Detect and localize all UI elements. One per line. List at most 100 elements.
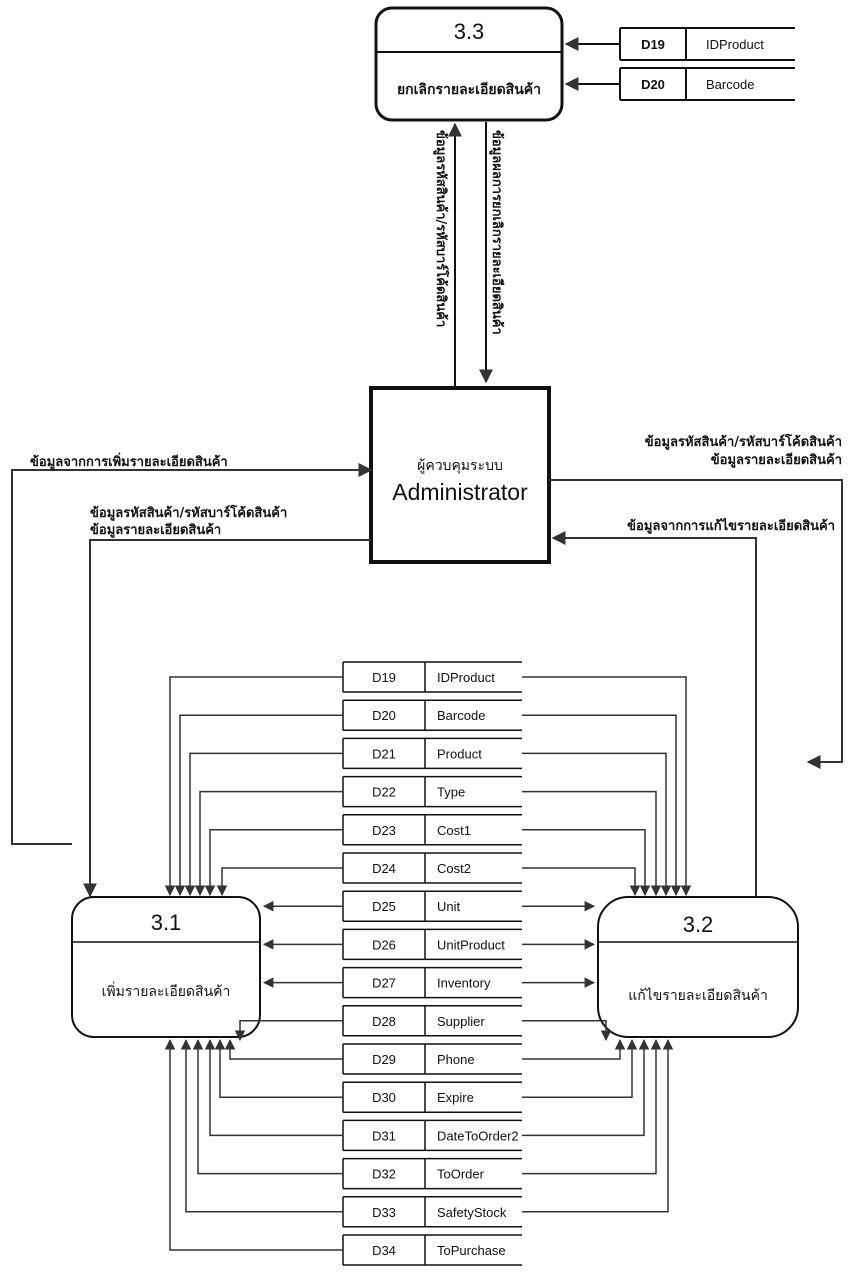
data-store-d31-name: DateToOrder2 xyxy=(437,1128,519,1143)
flow-d21-to-3-1 xyxy=(184,752,343,897)
data-store-d24-id: D24 xyxy=(372,861,396,876)
data-store-d34: D34 ToPurchase xyxy=(342,1234,522,1266)
flow-d28-to-3-1 xyxy=(234,1020,343,1042)
flow-d22-to-3-1 xyxy=(194,790,343,897)
flow-right-in-label: ข้อมูลจากการแก้ไขรายละเอียดสินค้า xyxy=(627,517,835,534)
flow-3-1-to-admin xyxy=(11,463,373,845)
flow-d28-to-3-2 xyxy=(522,1020,612,1042)
flow-d34-to-3-1 xyxy=(164,1038,343,1251)
data-store-d32-id: D32 xyxy=(372,1167,396,1182)
flow-down-label: ข้อมูลผลการยกเลิกรายละเอียดสินค้า xyxy=(489,130,505,335)
data-store-d21-id: D21 xyxy=(372,746,396,761)
flow-d21-to-3-2 xyxy=(522,752,672,897)
data-store-d23-id: D23 xyxy=(372,823,396,838)
top-store-d19-id: D19 xyxy=(641,37,665,52)
data-store-d22-name: Type xyxy=(437,785,465,800)
data-store-d30-id: D30 xyxy=(372,1090,396,1105)
data-store-d22: D22 Type xyxy=(342,775,522,808)
process-3-1: 3.1 เพิ่มรายละเอียดสินค้า xyxy=(71,896,261,1038)
data-store-d19-name: IDProduct xyxy=(437,670,495,685)
data-store-d29-id: D29 xyxy=(372,1052,396,1067)
data-store-d34-id: D34 xyxy=(372,1243,396,1258)
flow-3-2-to-admin xyxy=(551,531,757,897)
flow-d24-to-3-1 xyxy=(216,867,343,897)
data-store-d27: D27 Inventory xyxy=(342,966,522,999)
data-store-d21-name: Product xyxy=(437,746,482,761)
flow-d22-to-3-2 xyxy=(522,790,662,897)
data-store-d32-name: ToOrder xyxy=(437,1167,485,1182)
data-store-d24-name: Cost2 xyxy=(437,861,471,876)
flow-d31-to-3-1 xyxy=(204,1038,343,1137)
store-connectors xyxy=(164,676,692,1251)
flow-right-out-label-1: ข้อมูลรหัสสินค้า/รหัสบาร์โค้ดสินค้า xyxy=(645,433,842,450)
data-store-d31-id: D31 xyxy=(372,1128,396,1143)
flow-d19-to-3-2 xyxy=(522,676,692,897)
data-store-d28-id: D28 xyxy=(372,1014,396,1029)
entity-english-name: Administrator xyxy=(392,479,528,505)
top-store-d20: D20 Barcode xyxy=(619,67,795,101)
flow-d29-to-3-2 xyxy=(522,1038,626,1060)
flow-left-out-label-1: ข้อมูลรหัสสินค้า/รหัสบาร์โค้ดสินค้า xyxy=(90,504,287,521)
flow-d20-to-3-1 xyxy=(174,714,343,897)
data-store-d32: D32 ToOrder xyxy=(342,1157,522,1190)
data-store-d27-name: Inventory xyxy=(437,976,491,991)
process-3-2-name: แก้ไขรายละเอียดสินค้า xyxy=(628,987,768,1004)
process-3-1-number: 3.1 xyxy=(151,910,182,935)
flow-d31-to-3-2 xyxy=(522,1038,650,1137)
flow-left-out-label-2: ข้อมูลรายละเอียดสินค้า xyxy=(90,522,221,538)
data-store-d25-name: Unit xyxy=(437,899,461,914)
flow-admin-to-3-1 xyxy=(83,539,371,898)
data-store-d33-name: SafetyStock xyxy=(437,1205,507,1220)
data-store-d24: D24 Cost2 xyxy=(342,852,522,884)
data-store-d27-id: D27 xyxy=(372,976,396,991)
flow-left-in-label: ข้อมูลจากการเพิ่มรายละเอียดสินค้า xyxy=(30,452,228,470)
top-store-d20-name: Barcode xyxy=(706,77,754,92)
data-store-d20-name: Barcode xyxy=(437,708,485,723)
process-3-2-number: 3.2 xyxy=(683,912,714,937)
data-store-d29: D29 Phone xyxy=(342,1043,522,1075)
process-3-3-name: ยกเลิกรายละเอียดสินค้า xyxy=(397,82,541,98)
flow-d29-to-3-1 xyxy=(224,1038,343,1060)
process-3-2: 3.2 แก้ไขรายละเอียดสินค้า xyxy=(597,896,799,1038)
flow-d19-to-3-1 xyxy=(164,676,343,897)
top-store-d20-id: D20 xyxy=(641,77,665,92)
data-store-d28-name: Supplier xyxy=(437,1014,485,1029)
data-store-d29-name: Phone xyxy=(437,1052,475,1067)
flow-admin-to-3-2 xyxy=(549,479,843,769)
data-store-d30: D30 Expire xyxy=(342,1081,522,1113)
data-store-d22-id: D22 xyxy=(372,785,396,800)
process-3-3-number: 3.3 xyxy=(454,19,485,44)
data-store-d19: D19 IDProduct xyxy=(342,661,522,693)
top-store-d19-name: IDProduct xyxy=(706,37,764,52)
data-store-d26-id: D26 xyxy=(372,937,396,952)
flow-d24-to-3-2 xyxy=(522,867,641,897)
flow-d33-to-3-1 xyxy=(180,1038,343,1213)
data-store-d23: D23 Cost1 xyxy=(342,814,522,846)
flow-up-label: ข้อมูลรหัสสินค้า/รหัสบาร์โค้ดสินค้า xyxy=(433,130,450,327)
flow-d20-to-3-2 xyxy=(522,714,682,897)
data-store-d19-id: D19 xyxy=(372,670,396,685)
data-store-d31: D31 DateToOrder2 xyxy=(342,1119,522,1152)
entity-administrator: ผู้ควบคุมระบบ Administrator xyxy=(369,386,551,564)
flow-d33-to-3-2 xyxy=(522,1038,674,1213)
flow-d32-to-3-1 xyxy=(192,1038,343,1175)
flow-d30-to-3-2 xyxy=(522,1038,638,1098)
data-store-d20-id: D20 xyxy=(372,708,396,723)
top-store-d19: D19 IDProduct xyxy=(619,27,795,61)
data-store-d20: D20 Barcode xyxy=(342,699,522,731)
process-3-3: 3.3 ยกเลิกรายละเอียดสินค้า xyxy=(374,6,564,122)
flow-d23-to-3-2 xyxy=(522,829,651,897)
data-store-d33-id: D33 xyxy=(372,1205,396,1220)
data-store-d34-name: ToPurchase xyxy=(437,1243,506,1258)
flow-right-out-label-2: ข้อมูลรายละเอียดสินค้า xyxy=(711,452,842,468)
flow-d32-to-3-2 xyxy=(522,1038,662,1175)
data-store-d23-name: Cost1 xyxy=(437,823,471,838)
data-store-d21: D21 Product xyxy=(342,737,522,770)
data-store-d30-name: Expire xyxy=(437,1090,474,1105)
data-store-d28: D28 Supplier xyxy=(342,1005,522,1037)
entity-thai-name: ผู้ควบคุมระบบ xyxy=(417,458,503,474)
